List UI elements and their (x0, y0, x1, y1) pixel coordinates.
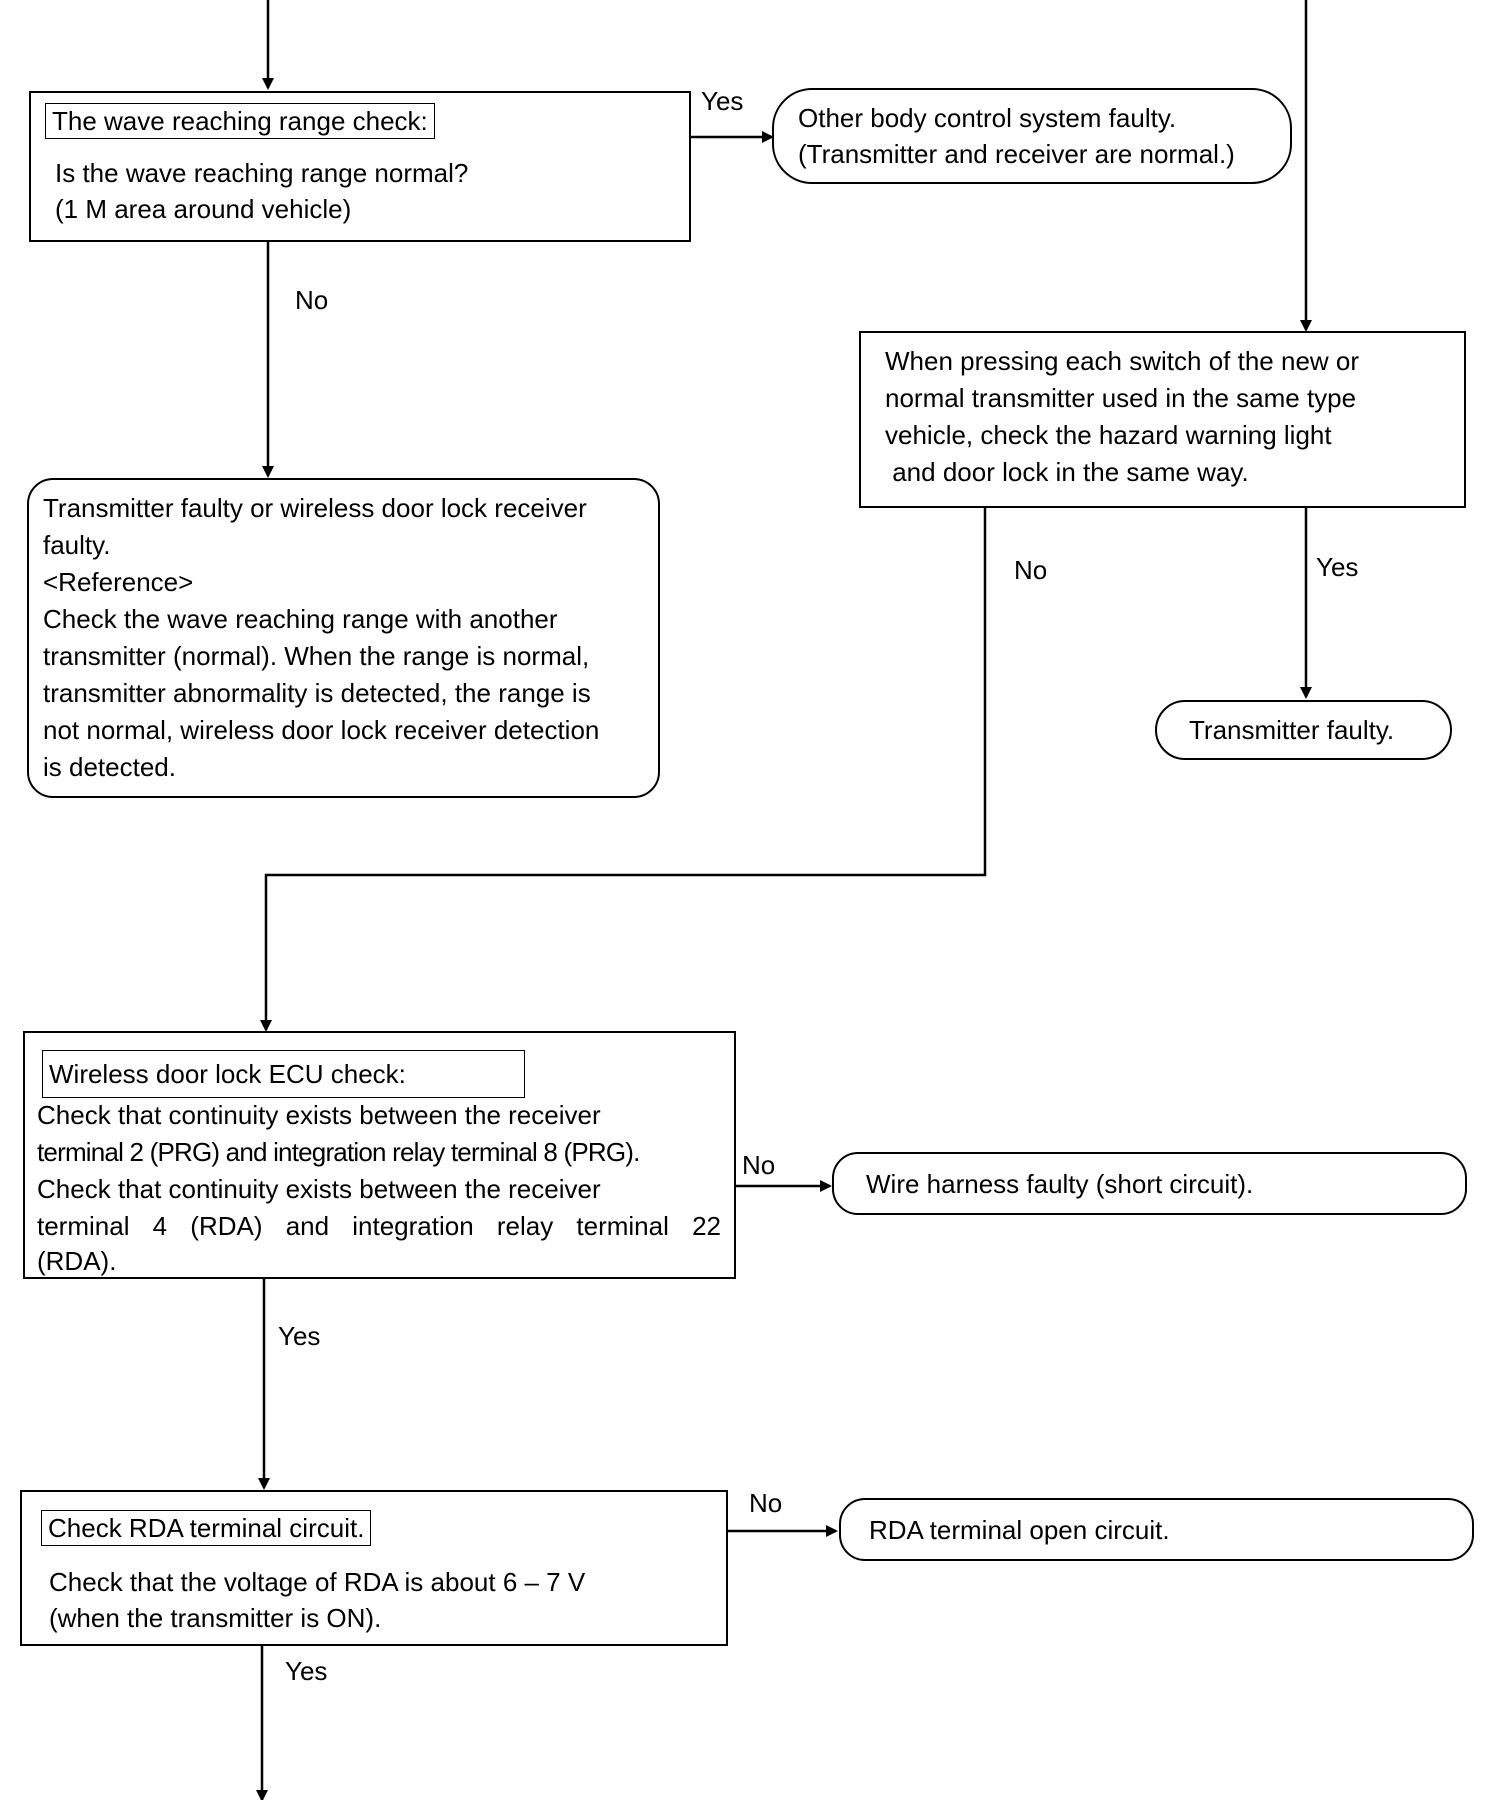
new-transmitter-line: When pressing each switch of the new or (885, 346, 1360, 376)
rda-check-header: Check RDA terminal circuit. (41, 1510, 372, 1546)
rda-open-text: RDA terminal open circuit. (869, 1515, 1170, 1545)
wave-check-line: (1 M area around vehicle) (55, 194, 352, 224)
ecu-yes-label: Yes (278, 1321, 321, 1351)
arrow-newtx-no (260, 508, 987, 1032)
ecu-check-box: Wireless door lock ECU check: Check that… (23, 1031, 736, 1279)
reference-line: faulty. (43, 530, 111, 560)
new-transmitter-check-box: When pressing each switch of the new or … (859, 331, 1466, 508)
harness-faulty-text: Wire harness faulty (short circuit). (866, 1169, 1254, 1199)
harness-faulty-box: Wire harness faulty (short circuit). (832, 1152, 1467, 1215)
rda-yes-label: Yes (285, 1656, 328, 1686)
newtx-yes-label: Yes (1316, 552, 1359, 582)
transmitter-or-receiver-faulty-box: Transmitter faulty or wireless door lock… (27, 478, 660, 798)
reference-line: Check the wave reaching range with anoth… (43, 604, 558, 634)
ecu-check-line: (RDA). (37, 1246, 117, 1276)
other-body-faulty-box: Other body control system faulty. (Trans… (772, 88, 1292, 184)
rda-check-line: Check that the voltage of RDA is about 6… (49, 1567, 586, 1597)
reference-line: is detected. (43, 752, 176, 782)
rda-check-line: (when the transmitter is ON). (49, 1603, 382, 1633)
ecu-check-line: Check that continuity exists between the… (37, 1174, 601, 1204)
rda-check-box: Check RDA terminal circuit. Check that t… (20, 1490, 728, 1646)
wave-check-line: Is the wave reaching range normal? (55, 158, 469, 188)
wave-check-box: The wave reaching range check: Is the wa… (29, 91, 691, 242)
new-transmitter-line: normal transmitter used in the same type (885, 383, 1357, 413)
reference-line: Transmitter faulty or wireless door lock… (43, 493, 587, 523)
rda-open-box: RDA terminal open circuit. (839, 1498, 1474, 1561)
wave-no-label: No (295, 285, 329, 315)
other-body-line: (Transmitter and receiver are normal.) (798, 139, 1235, 169)
ecu-no-label: No (742, 1150, 776, 1180)
wave-check-header: The wave reaching range check: (45, 103, 435, 139)
transmitter-faulty-text: Transmitter faulty. (1189, 715, 1395, 745)
transmitter-faulty-box: Transmitter faulty. (1155, 700, 1452, 760)
new-transmitter-line: and door lock in the same way. (885, 457, 1249, 487)
ecu-check-header: Wireless door lock ECU check: (42, 1050, 525, 1098)
ecu-check-line: Check that continuity exists between the… (37, 1100, 601, 1130)
reference-line: transmitter abnormality is detected, the… (43, 678, 591, 708)
new-transmitter-line: vehicle, check the hazard warning light (885, 420, 1332, 450)
newtx-no-label: No (1014, 555, 1048, 585)
ecu-check-line: terminal 4 (RDA) and integration relay t… (37, 1211, 721, 1241)
reference-line: not normal, wireless door lock receiver … (43, 715, 600, 745)
ecu-check-line: terminal 2 (PRG) and integration relay t… (37, 1137, 640, 1167)
reference-line: transmitter (normal). When the range is … (43, 641, 590, 671)
rda-no-label: No (749, 1488, 783, 1518)
wave-yes-label: Yes (701, 86, 744, 116)
reference-line: <Reference> (43, 567, 194, 597)
other-body-line: Other body control system faulty. (798, 103, 1177, 133)
